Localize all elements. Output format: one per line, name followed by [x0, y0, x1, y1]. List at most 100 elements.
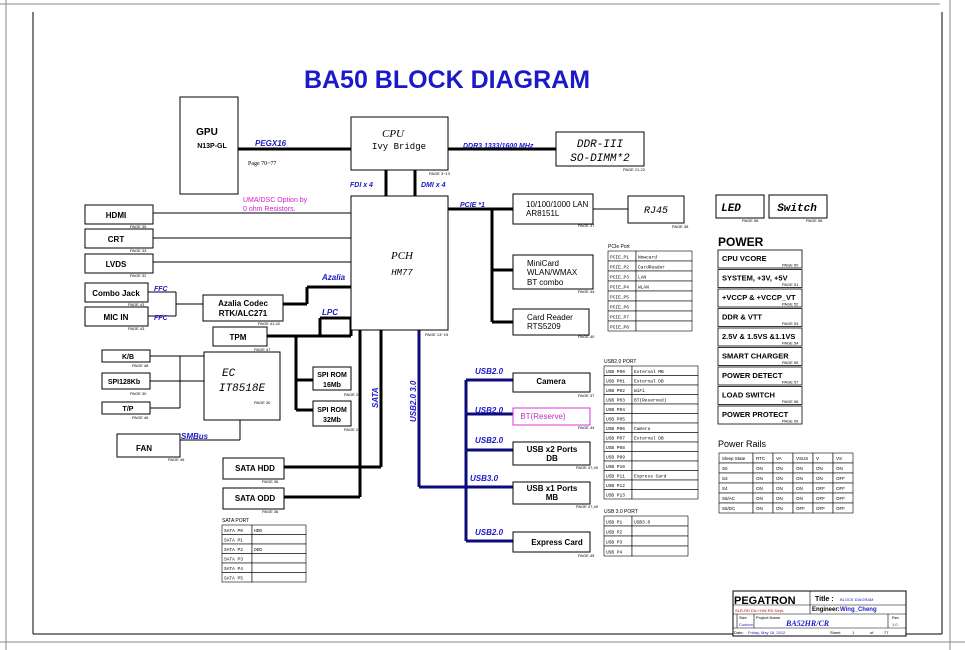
usb3-port-port: USB P1 — [606, 520, 623, 526]
usb2-port-row: USB P13 — [603, 489, 699, 500]
lan-line2: AR8151L — [526, 209, 560, 218]
power-rails-cell: OFF — [816, 496, 825, 501]
ffc1-label: FFC — [154, 286, 169, 293]
of-value: 77 — [884, 630, 889, 635]
expresscard-block: Express Card PAGE 45 — [512, 531, 595, 558]
kb-block: K/B PAGE 48 — [101, 349, 151, 368]
usb2-port-row: USB P08 — [603, 441, 699, 452]
micin-name: MIC IN — [104, 313, 129, 322]
sataodd-page: PAGE 36 — [262, 509, 279, 514]
pegx16-label: PEGX16 — [255, 139, 287, 148]
ddr-block: DDR-III SO-DIMM*2 PAGE 21,22 — [555, 131, 646, 172]
rev-label: Rev — [892, 615, 899, 620]
azalia-codec-line2: RTK/ALC271 — [219, 309, 268, 318]
spi128-block: SPI128Kb PAGE 30 — [101, 372, 151, 396]
spi128-name: SPI128Kb — [108, 379, 140, 386]
usb2-port-port: USB P04 — [606, 407, 625, 413]
lvds-name: LVDS — [106, 260, 127, 269]
usb2-port-use: Camera — [634, 426, 651, 432]
usbx2-block: USB x2 Ports DB PAGE 47,49 — [512, 441, 599, 470]
power-item-name: 2.5V & 1.5VS &1.1VS — [722, 332, 795, 341]
ddr-name: DDR-III — [577, 139, 624, 151]
power-rails-cell: OFF — [836, 476, 845, 481]
power-rails-cell: ON — [756, 466, 763, 471]
gpu-block: GPU N13P-GL Page 70~77 — [179, 96, 276, 195]
rj45-name: RJ45 — [644, 206, 668, 217]
usb2-port-port: USB P02 — [606, 388, 625, 394]
sheet-label: Sheet — [830, 630, 841, 635]
project-label: Project Name — [756, 615, 781, 620]
rj45-page: PAGE 38 — [672, 224, 689, 229]
power-item-name: +VCCP & +VCCP_VT — [722, 293, 796, 302]
gpu-page: Page 70~77 — [248, 161, 276, 167]
bus-lines — [148, 147, 628, 543]
ec-page: PAGE 30 — [254, 400, 271, 405]
usb2-port-port: USB P10 — [606, 464, 625, 470]
pch-page: PAGE 13~19 — [425, 332, 449, 337]
power-rails-cell: ON — [756, 496, 763, 501]
pch-block: PCH HM77 PAGE 13~19 — [350, 195, 449, 337]
power-rails-cell: OFF — [836, 496, 845, 501]
smbus-label: SMBus — [181, 432, 209, 441]
sata-label: SATA — [371, 387, 380, 408]
ec-line2: IT8518E — [219, 383, 266, 395]
pcie-port-port: PCIE_P2 — [610, 265, 629, 271]
diagram-title: BA50 BLOCK DIAGRAM — [304, 66, 590, 94]
power-item-page: PAGE 55 — [782, 360, 799, 365]
rj45-block: RJ45 PAGE 38 — [627, 195, 689, 229]
usb3-label: USB3.0 — [470, 474, 499, 483]
power-rails-cell: OFF — [816, 506, 825, 511]
power-item-name: LOAD SWITCH — [722, 391, 775, 400]
power-rails-cell: ON — [756, 506, 763, 511]
power-rails-cell: Sleep State — [722, 456, 746, 461]
ec-line1: EC — [222, 368, 236, 380]
micin-block: MIC IN PAGE 43 — [84, 306, 149, 331]
pcie-port-port: PCIE_P4 — [610, 285, 629, 291]
usb2-port-port: USB P12 — [606, 483, 625, 489]
of-label: of — [870, 630, 874, 635]
satahdd-page: PAGE 36 — [262, 479, 279, 484]
cpu-part: Ivy Bridge — [372, 142, 426, 152]
power-title: POWER — [718, 235, 764, 249]
spi128-page: PAGE 30 — [130, 391, 147, 396]
led-page: PAGE 56 — [742, 218, 759, 223]
power-rails-cell: ON — [776, 506, 783, 511]
project-value: BA52HR/CR — [785, 619, 830, 628]
fan-page: PAGE 46 — [168, 457, 185, 462]
camera-block: Camera PAGE 37 — [512, 372, 595, 398]
power-rails-cell: ON — [776, 486, 783, 491]
minicard-block: MiniCard WLAN/WMAX BT combo PAGE 44 — [512, 254, 595, 294]
dept-text: SLR-RD Div.+HW RD Dept. — [735, 608, 784, 613]
cpu-page: PAGE 3~13 — [429, 171, 451, 176]
led-name: LED — [721, 203, 741, 215]
usb2-port-port: USB P11 — [606, 474, 625, 480]
title-value: BLOCK DIAGRAM — [840, 597, 873, 602]
pcie-port-port: PCIE_P7 — [610, 315, 629, 321]
azalia-codec-block: Azalia Codec RTK/ALC271 PAGE 41,42 — [202, 294, 284, 326]
lpc-label: LPC — [322, 308, 338, 317]
sata-port-port: SATA P2 — [224, 547, 243, 553]
usb3-port-row: USB P4 — [603, 545, 689, 557]
sata-port-port: SATA P5 — [224, 576, 243, 582]
satahdd-block: SATA HDD PAGE 36 — [222, 457, 285, 484]
tp-name: T/P — [123, 406, 134, 413]
micin-page: PAGE 43 — [128, 326, 145, 331]
usb2-port-title: USB2.0 PORT — [604, 359, 636, 365]
sata-port-row: SATA P5 — [221, 572, 307, 583]
usb3-port-port: USB P2 — [606, 530, 623, 536]
